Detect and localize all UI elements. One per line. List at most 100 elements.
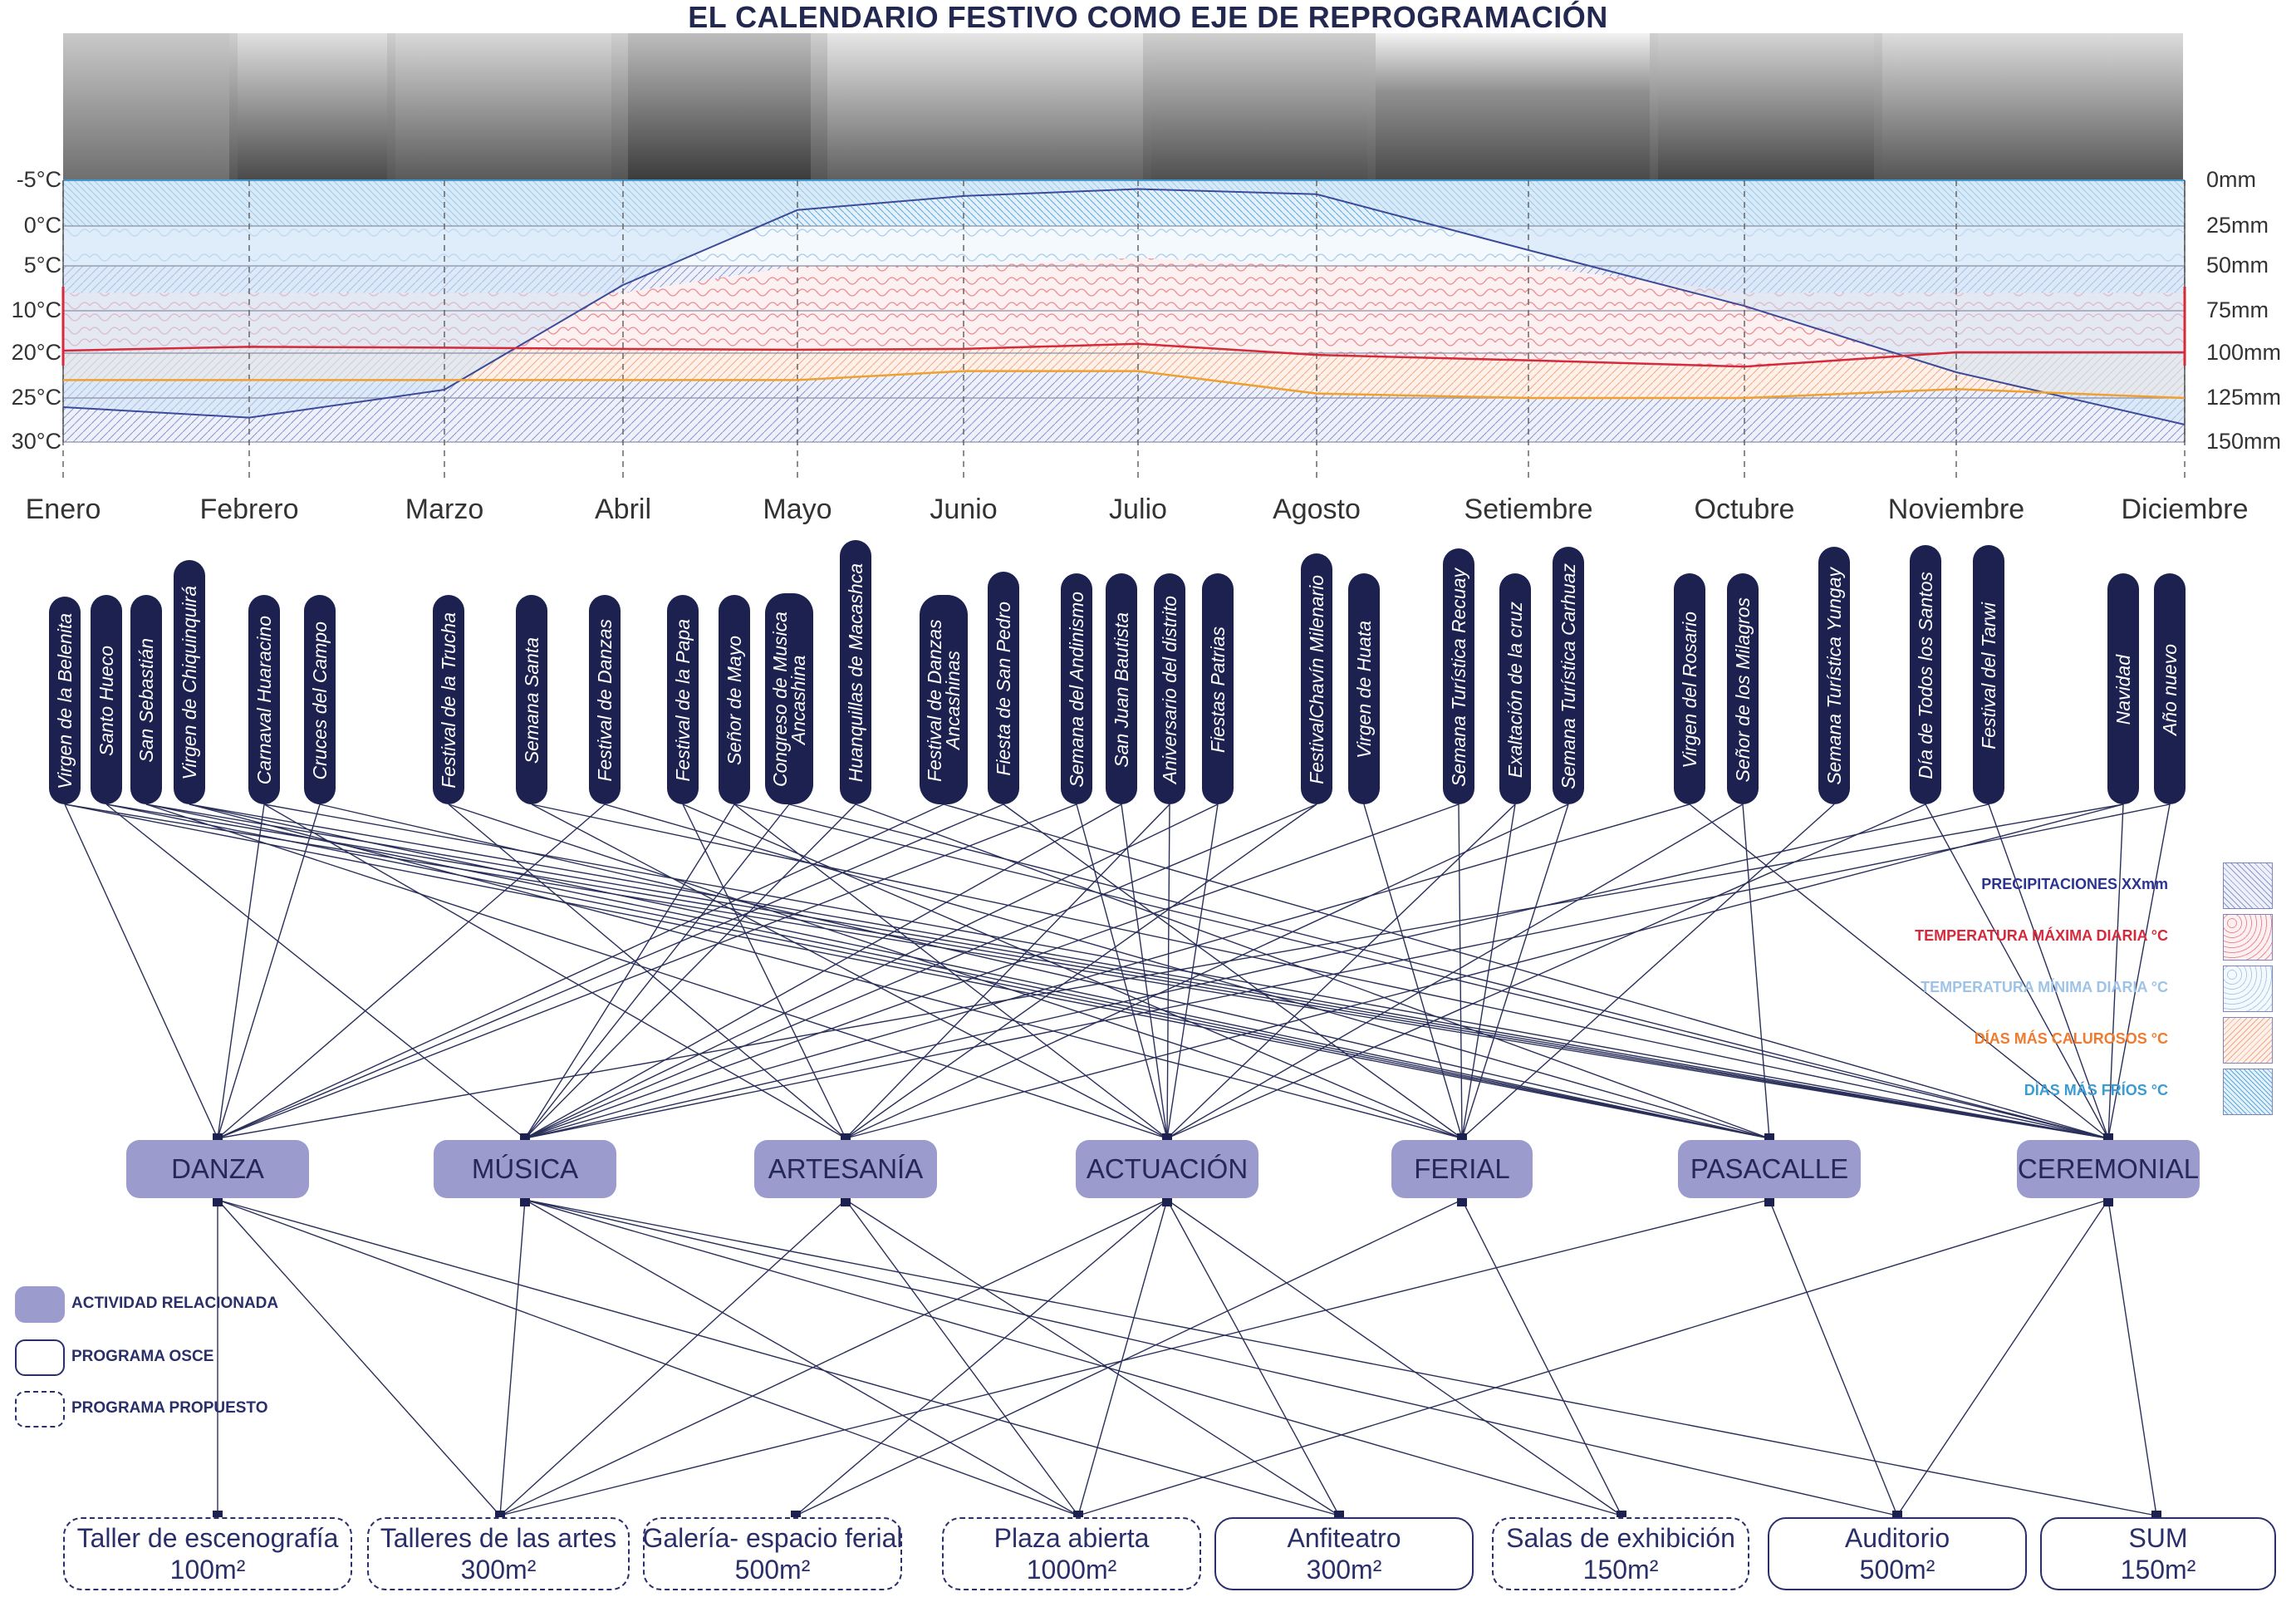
program-area: 300m² <box>460 1555 537 1585</box>
festival-label: Día de Todos los Santos <box>1915 572 1936 779</box>
festival-activity-link <box>1461 803 1835 1139</box>
activity-bottom-node <box>213 1197 223 1206</box>
festival-activity-link <box>189 803 2109 1139</box>
festival-pill: Semana Turística Carhuaz <box>1553 547 1584 804</box>
precip-tick-label: 100mm <box>2206 340 2282 365</box>
activity-box: DANZA <box>126 1140 309 1198</box>
temp-tick-label: 0°C <box>23 213 61 238</box>
precip-tick-label: 150mm <box>2206 429 2282 454</box>
festival-label: Virgen del Rosario <box>1679 611 1700 769</box>
temp-tick-label: 30°C <box>11 429 61 454</box>
festival-label: Festival de la Papa <box>672 619 694 782</box>
festival-activity-link <box>189 803 1770 1139</box>
festival-activity-link <box>105 803 526 1139</box>
festival-pill: Aniversario del distrito <box>1154 573 1185 804</box>
program-area: 300m² <box>1306 1555 1382 1585</box>
festival-pill: Festival de la Papa <box>667 595 699 804</box>
activity-program-link <box>217 1199 1079 1516</box>
activity-program-link <box>1166 1199 1622 1516</box>
festival-pill: Virgen de la Belenita <box>49 597 81 804</box>
climate-legend-swatch <box>2223 966 2273 1012</box>
festival-activity-link <box>788 803 2109 1139</box>
festival-activity-link <box>524 803 790 1139</box>
precip-tick-label: 50mm <box>2206 253 2269 278</box>
festival-label: Semana del Andinismo <box>1066 592 1087 788</box>
festival-pill: Festival del Tarwi <box>1973 545 2004 804</box>
festival-activity-link <box>2107 803 2124 1139</box>
festival-label: San Sebastián <box>135 638 157 763</box>
program-name: Salas de exhibición <box>1506 1523 1735 1553</box>
festival-activity-link <box>64 803 2109 1139</box>
festival-activity-link <box>524 803 1219 1139</box>
festival-pill: Fiestas Patrias <box>1202 573 1234 804</box>
program-legend-swatch <box>15 1391 65 1427</box>
festival-label: Virgen de Huata <box>1353 621 1375 759</box>
activity-box: MÚSICA <box>434 1140 616 1198</box>
festival-label: Congreso de Musica Ancashina <box>769 612 809 788</box>
activity-program-link <box>1769 1199 1898 1516</box>
festival-pill: Semana Santa <box>516 595 547 804</box>
program-legend-swatch <box>15 1286 65 1323</box>
festival-pill: Festival de Danzas Ancashinas <box>920 595 968 804</box>
program-name: Anfiteatro <box>1287 1523 1401 1553</box>
festival-label: Señor de Mayo <box>724 636 745 765</box>
festival-label: Cruces del Campo <box>309 621 331 780</box>
festival-pill: Día de Todos los Santos <box>1910 545 1941 804</box>
photo-5 <box>827 33 1143 179</box>
activity-program-link <box>524 1199 1079 1516</box>
activity-program-link <box>1077 1199 1168 1516</box>
festival-label: Navidad <box>2112 654 2134 725</box>
festival-pill: Semana Turística Yungay <box>1818 547 1850 804</box>
festival-activity-link <box>604 803 1770 1139</box>
program-area: 1000m² <box>1026 1555 1117 1585</box>
festival-activity-link <box>531 803 2109 1139</box>
festival-activity-link <box>524 803 1989 1139</box>
festival-activity-link <box>1166 803 1516 1139</box>
festival-pill: Virgen de Huata <box>1348 573 1380 804</box>
program-legend-label: ACTIVIDAD RELACIONADA <box>71 1295 279 1312</box>
temp-tick-label: -5°C <box>16 167 61 192</box>
month-label: Junio <box>930 494 998 525</box>
festival-pill: Exaltación de la cruz <box>1499 573 1531 804</box>
photo-7 <box>1376 33 1650 179</box>
festival-label: Fiestas Patrias <box>1207 626 1229 754</box>
month-label: Octubre <box>1694 494 1795 525</box>
festival-activity-link <box>217 803 265 1139</box>
festival-label: Huanquillas de Macashca <box>845 563 866 783</box>
festival-activity-link <box>855 803 1770 1139</box>
activity-program-link <box>1461 1199 1622 1516</box>
activity-program-link <box>845 1199 1079 1516</box>
activity-bottom-node <box>1457 1197 1467 1206</box>
festival-activity-link <box>524 803 1317 1139</box>
activity-bottom-node <box>841 1197 851 1206</box>
program-legend-label: PROGRAMA OSCE <box>71 1348 214 1365</box>
festival-activity-link <box>733 803 1168 1139</box>
festival-activity-link <box>1121 803 1168 1139</box>
activity-program-link <box>795 1199 1463 1516</box>
festival-activity-link <box>524 803 1460 1139</box>
festival-pill: Semana del Andinismo <box>1061 573 1092 804</box>
program-name: SUM <box>2128 1523 2188 1553</box>
program-area: 500m² <box>734 1555 811 1585</box>
climate-legend-label: DÍAS MÁS CALUROSOS °C <box>1974 1030 2168 1047</box>
photo-1 <box>63 33 229 179</box>
festival-activity-link <box>1003 803 1463 1139</box>
page-title: EL CALENDARIO FESTIVO COMO EJE DE REPROG… <box>688 0 1608 34</box>
festival-activity-link <box>1988 803 2109 1139</box>
month-label: Enero <box>25 494 101 525</box>
precip-tick-label: 25mm <box>2206 213 2269 238</box>
activity-bottom-node <box>520 1197 530 1206</box>
festival-activity-link <box>217 803 1004 1139</box>
activity-program-link <box>499 1199 1770 1516</box>
activity-program-link <box>499 1199 1168 1516</box>
festival-pill: Carnaval Huaracino <box>248 595 280 804</box>
climate-legend-label: DÍAS MÁS FRÍOS °C <box>2024 1082 2168 1098</box>
festival-activity-link <box>217 803 321 1139</box>
festival-activity-link <box>682 803 1463 1139</box>
festival-label: Fiesta de San Pedro <box>993 602 1014 776</box>
festival-pill: San Juan Bautista <box>1106 573 1137 804</box>
climate-grid <box>62 179 2186 478</box>
festival-pill: Huanquillas de Macashca <box>840 540 871 804</box>
festival-activity-link <box>145 803 2109 1139</box>
